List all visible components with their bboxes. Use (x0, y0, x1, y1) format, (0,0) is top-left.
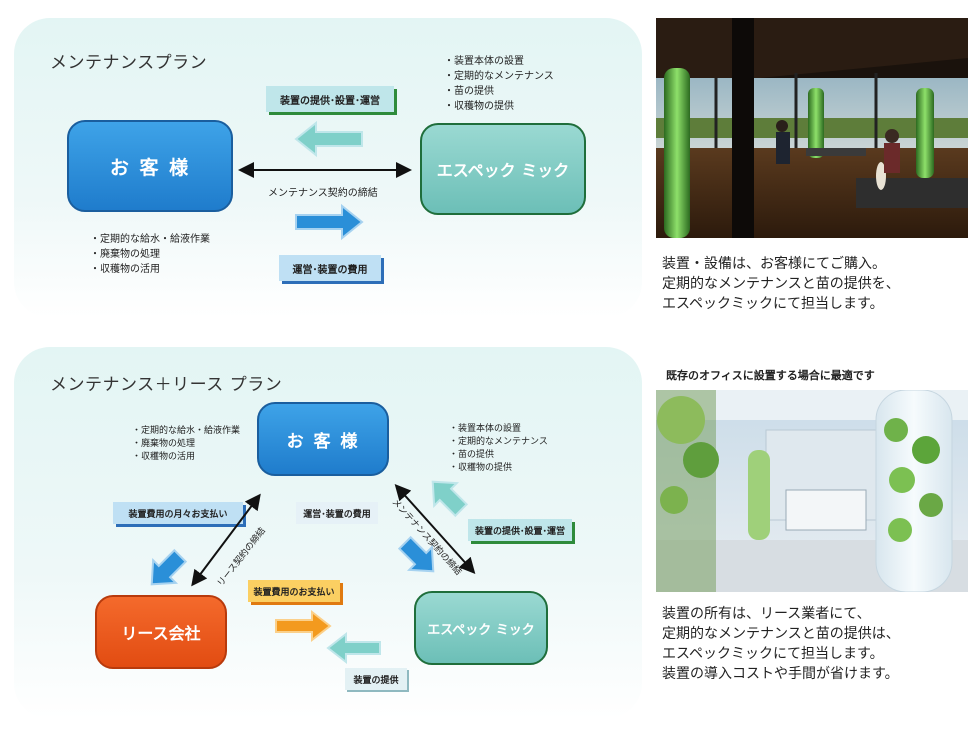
list-item: ・定期的な給水・給液作業 (90, 234, 210, 245)
espec-mic-box: エスペック ミック (414, 591, 548, 665)
fee-flow-arrow (295, 203, 364, 241)
list-item: ・廃棄物の処理 (132, 439, 196, 449)
lease-company-label: リース会社 (121, 624, 201, 643)
device-supply-label: 装置の提供 (353, 675, 399, 686)
caption-line: 定期的なメンテナンスと苗の提供は、 (662, 626, 900, 642)
plan2-note: 既存のオフィスに設置する場合に最適です (666, 369, 875, 382)
device-supply-label-box: 装置の提供 (345, 668, 407, 690)
caption-line: 装置・設備は、お客様にてご購入。 (662, 256, 886, 272)
fee-label-box: 運営･装置の費用 (296, 502, 378, 524)
list-item: ・苗の提供 (449, 450, 495, 460)
list-item: ・収穫物の提供 (449, 463, 513, 473)
espec-mic-box: エスペック ミック (420, 123, 586, 215)
list-item: ・苗の提供 (444, 86, 494, 97)
supply-arrow (431, 480, 469, 518)
list-item: ・収穫物の活用 (90, 264, 160, 275)
caption-line: 装置の導入コストや手間が省けます。 (662, 666, 899, 682)
monthly-payment-arrow (150, 548, 188, 586)
restaurant-photo (656, 18, 968, 238)
customer-box: お 客 様 (257, 402, 389, 476)
lease-contract-double-arrow (191, 493, 261, 587)
customer-duties-list: ・定期的な給水・給液作業 ・廃棄物の処理 ・収穫物の活用 (90, 232, 210, 277)
contract-label: メンテナンス契約の締結 (268, 188, 378, 199)
office-photo (656, 390, 968, 592)
caption-line: エスペックミックにて担当します。 (662, 296, 884, 312)
fee-label: 運営･装置の費用 (303, 509, 371, 520)
device-payment-label: 装置費用のお支払い (253, 587, 335, 598)
list-item: ・定期的なメンテナンス (449, 437, 548, 447)
espec-mic-label: エスペック ミック (436, 161, 570, 180)
caption-line: エスペックミックにて担当します。 (662, 646, 884, 662)
list-item: ・装置本体の設置 (444, 56, 524, 67)
monthly-payment-label: 装置費用の月々お支払い (128, 509, 228, 520)
plan2-caption: 装置の所有は、リース業者にて、 定期的なメンテナンスと苗の提供は、 エスペックミ… (662, 604, 900, 684)
customer-label: お 客 様 (109, 156, 191, 179)
list-item: ・定期的な給水・給液作業 (132, 426, 241, 436)
espec-mic-label: エスペック ミック (427, 622, 535, 638)
supply-label: 装置の提供･設置･運営 (474, 526, 565, 537)
supply-label-box: 装置の提供･設置･運営 (468, 519, 572, 541)
device-payment-label-box: 装置費用のお支払い (248, 580, 340, 602)
device-supply-arrow (326, 631, 381, 665)
plan1-caption: 装置・設備は、お客様にてご購入。 定期的なメンテナンスと苗の提供を、 エスペック… (662, 254, 900, 314)
caption-line: 装置の所有は、リース業者にて、 (662, 606, 871, 622)
list-item: ・収穫物の活用 (132, 452, 196, 462)
maintenance-contract-double-arrow (394, 484, 476, 574)
customer-label: お 客 様 (286, 431, 360, 452)
fee-label-box: 運営･装置の費用 (279, 255, 381, 281)
list-item: ・装置本体の設置 (449, 424, 522, 434)
maintenance-plan-title: メンテナンスプラン (50, 53, 208, 73)
supply-flow-arrow (294, 120, 363, 158)
espec-duties-list: ・装置本体の設置 ・定期的なメンテナンス ・苗の提供 ・収穫物の提供 (449, 423, 548, 475)
lease-company-box: リース会社 (95, 595, 227, 669)
device-payment-arrow (275, 609, 332, 643)
supply-label-box: 装置の提供･設置･運営 (266, 86, 394, 112)
list-item: ・収穫物の提供 (444, 101, 514, 112)
fee-label: 運営･装置の費用 (292, 264, 368, 276)
list-item: ・定期的なメンテナンス (444, 71, 554, 82)
caption-line: 定期的なメンテナンスと苗の提供を、 (662, 276, 900, 292)
list-item: ・廃棄物の処理 (90, 249, 160, 260)
espec-duties-list: ・装置本体の設置 ・定期的なメンテナンス ・苗の提供 ・収穫物の提供 (444, 54, 554, 114)
fee-arrow (397, 535, 435, 573)
supply-label: 装置の提供･設置･運営 (280, 95, 380, 107)
customer-box: お 客 様 (67, 120, 233, 212)
customer-duties-list: ・定期的な給水・給液作業 ・廃棄物の処理 ・収穫物の活用 (132, 425, 240, 464)
maintenance-lease-plan-title: メンテナンス＋リース プラン (50, 375, 283, 395)
